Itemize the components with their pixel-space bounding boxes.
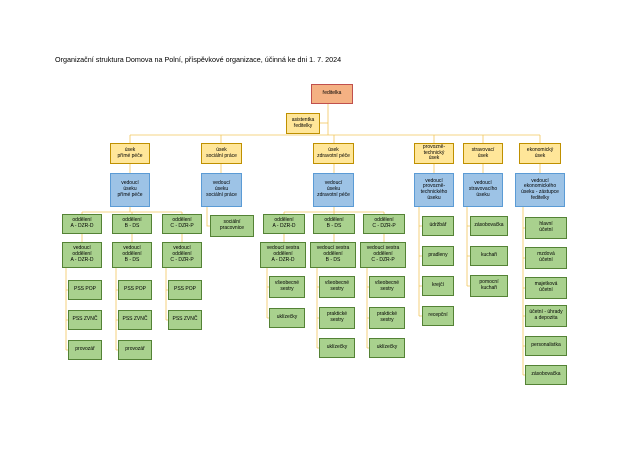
pt-tailor: krejčí (422, 276, 454, 296)
pp-a-provozar: provozář (68, 340, 102, 360)
head-health-care: vedoucí úseku zdravotní péče (313, 173, 354, 207)
connector-pp-b (115, 268, 118, 351)
ek-chief-accountant: hlavní účetní (525, 217, 567, 239)
ek-hr: personalistka (525, 336, 567, 356)
head-technical: vedoucí provozně- technického úseku (414, 173, 454, 207)
pp-head-a: vedoucí oddělení A - DZR-D (62, 242, 102, 268)
social-worker-box: sociální pracovnice (210, 215, 254, 237)
zp-b-general-nurses: všeobecné sestry (319, 276, 355, 298)
ek-supply: zásobovačka (525, 365, 567, 385)
zp-head-c: vedoucí sestra oddělení C - DZR-P (360, 242, 406, 268)
zp-head-b: vedoucí sestra oddělení B - DS (310, 242, 356, 268)
connector-zp-vert (283, 234, 385, 242)
pp-a-pss-pop: PSS POP (68, 280, 102, 300)
pp-c-pss-zvnc: PSS ZVNČ (168, 310, 202, 330)
section-catering: stravovací úsek (463, 143, 503, 164)
pt-laundry: pradleny (422, 246, 454, 266)
section-direct-care: úsek přímé péče (110, 143, 150, 164)
connector-zp-c (366, 268, 369, 349)
section-social-work: úsek sociální práce (201, 143, 242, 164)
st-cooks: kuchaři (470, 246, 508, 266)
pt-maintenance: údržbář (422, 216, 454, 236)
zp-head-a: vedoucí sestra oddělení A - DZR-D (260, 242, 306, 268)
head-catering: vedoucí stravovacího úseku (463, 173, 503, 207)
zp-department-a: oddělení A - DZR-D (263, 214, 305, 234)
connector-ek (522, 207, 525, 376)
head-direct-care: vedoucí úseku přímé péče (110, 173, 150, 207)
pp-head-b: vedoucí oddělení B - DS (112, 242, 152, 268)
zp-a-cleaners: uklízečky (269, 308, 305, 328)
pp-department-a: oddělení A - DZR-D (62, 214, 102, 234)
zp-department-c: oddělení C - DZR-P (363, 214, 405, 234)
pt-reception: recepční (422, 306, 454, 326)
head-social-work: vedoucí úseku sociální práce (201, 173, 242, 207)
pp-c-pss-pop: PSS POP (168, 280, 202, 300)
section-health-care: úsek zdravotní péče (313, 143, 354, 164)
head-economic: vedoucí ekonomického úseku - zástupce ře… (515, 173, 565, 207)
ek-payments-accountant: účetní - úhrady a depozita (525, 305, 567, 327)
pp-b-provozar: provozář (118, 340, 152, 360)
ek-asset-accountant: majetková účetní (525, 277, 567, 299)
pp-department-b: oddělení B - DS (112, 214, 152, 234)
zp-b-practical-nurses: praktické sestry (319, 307, 355, 329)
zp-b-cleaners: uklízečky (319, 338, 355, 358)
pp-b-pss-pop: PSS POP (118, 280, 152, 300)
zp-c-general-nurses: všeobecné sestry (369, 276, 405, 298)
pp-b-pss-zvnc: PSS ZVNČ (118, 310, 152, 330)
ek-payroll-accountant: mzdová účetní (525, 247, 567, 269)
connector-zp-b (316, 268, 319, 349)
connector-section-heads (129, 164, 541, 173)
connector-zp-a (266, 268, 269, 319)
connector-pp-a (65, 268, 68, 351)
connector-pt (418, 207, 422, 317)
connector-social (206, 207, 210, 227)
connector-pp-vert (81, 234, 183, 242)
page-title: Organizační struktura Domova na Polní, p… (55, 55, 342, 64)
connector-sections (129, 135, 541, 143)
connector-pp-c (165, 268, 168, 321)
pp-a-pss-zvnc: PSS ZVNČ (68, 310, 102, 330)
zp-department-b: oddělení B - DS (313, 214, 355, 234)
st-assistant-cooks: pomocní kuchaři (470, 275, 508, 297)
zp-a-general-nurses: všeobecné sestry (269, 276, 305, 298)
connector-pp-bus (81, 207, 183, 214)
pp-head-c: vedoucí oddělení C - DZR-P (162, 242, 202, 268)
zp-c-cleaners: uklízečky (369, 338, 405, 358)
section-technical: provozně- technický úsek (414, 143, 454, 164)
zp-c-practical-nurses: praktické sestry (369, 307, 405, 329)
section-economic: ekonomický úsek (519, 143, 561, 164)
pp-department-c: oddělení C - DZR-P (162, 214, 202, 234)
st-supply: zásobovačka (470, 216, 508, 236)
assistant-box: asistentka ředitelky (286, 113, 320, 134)
director-box: ředitelka (311, 84, 353, 104)
connector-zp-bus (283, 207, 385, 214)
connector-st (466, 207, 470, 287)
